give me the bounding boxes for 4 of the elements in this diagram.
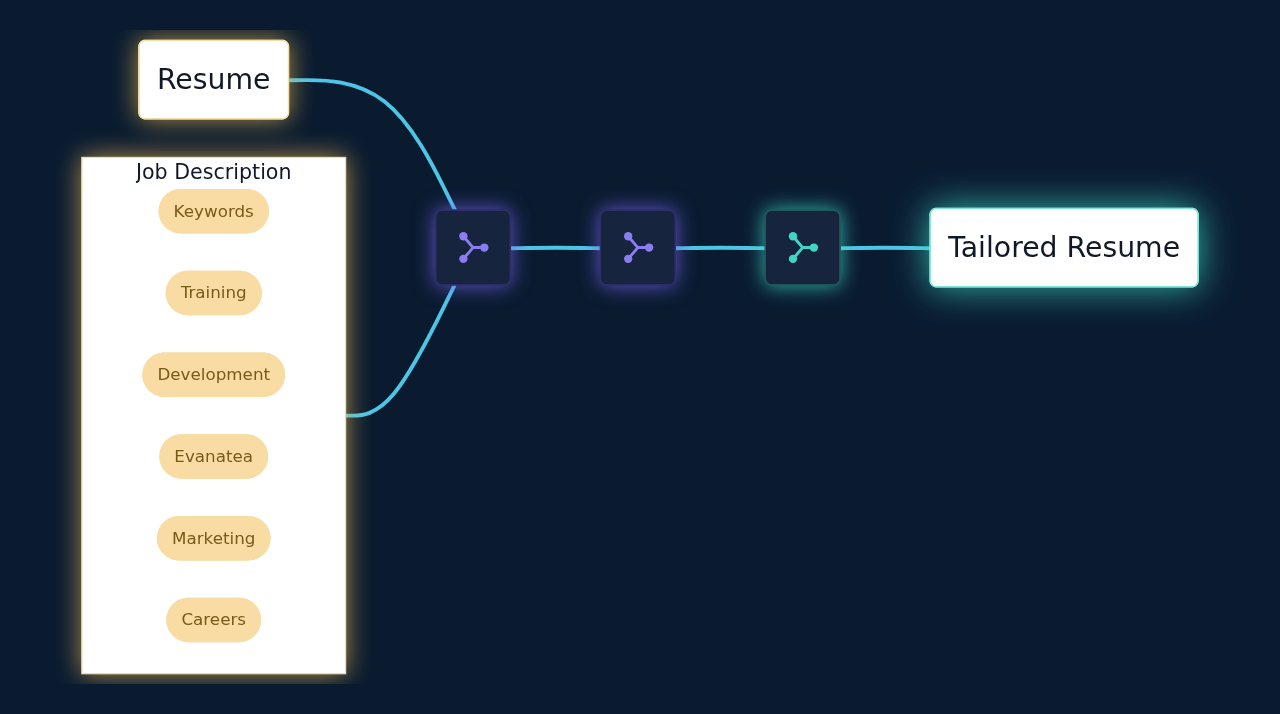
connector (345, 284, 457, 418)
connector (289, 78, 458, 212)
connector (675, 245, 766, 251)
connector (840, 245, 931, 251)
